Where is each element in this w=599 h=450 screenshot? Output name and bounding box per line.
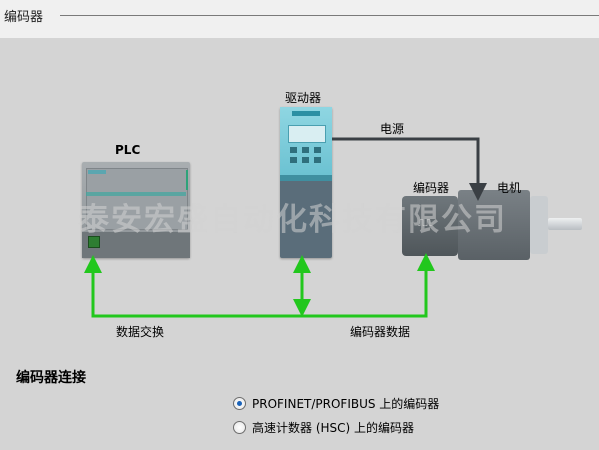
motor-flange	[530, 196, 548, 254]
radio-option-hsc[interactable]: 高速计数器 (HSC) 上的编码器	[233, 418, 414, 436]
plc-device	[82, 162, 190, 258]
encoder-connection-title: 编码器连接	[16, 370, 86, 386]
plc-label: PLC	[115, 143, 141, 157]
radio-button-profinet[interactable]	[233, 396, 246, 410]
power-label: 电源	[380, 122, 405, 136]
section-header-title: 编码器	[4, 10, 44, 25]
encoder-pulse-icon: ⎍⎍	[418, 218, 432, 229]
data-line	[84, 253, 435, 318]
radio-label-hsc: 高速计数器 (HSC) 上的编码器	[252, 420, 415, 435]
drive-label: 驱动器	[285, 91, 322, 105]
motor-label: 电机	[497, 181, 522, 195]
motor-device	[458, 190, 530, 260]
encoder-data-label: 编码器数据	[350, 325, 411, 339]
radio-button-hsc[interactable]	[233, 420, 246, 434]
power-line	[332, 137, 487, 201]
radio-label-profinet: PROFINET/PROFIBUS 上的编码器	[252, 396, 440, 411]
drive-device	[280, 107, 332, 258]
watermark: 泰安宏盛自动化科技有限公司	[78, 202, 507, 238]
section-header: 编码器	[0, 0, 599, 38]
data-exchange-label: 数据交换	[116, 325, 165, 339]
encoder-label: 编码器	[413, 181, 450, 195]
encoder-device	[402, 196, 458, 256]
radio-option-profinet[interactable]: PROFINET/PROFIBUS 上的编码器	[233, 394, 439, 412]
header-divider	[60, 15, 599, 16]
motor-shaft	[548, 218, 582, 230]
